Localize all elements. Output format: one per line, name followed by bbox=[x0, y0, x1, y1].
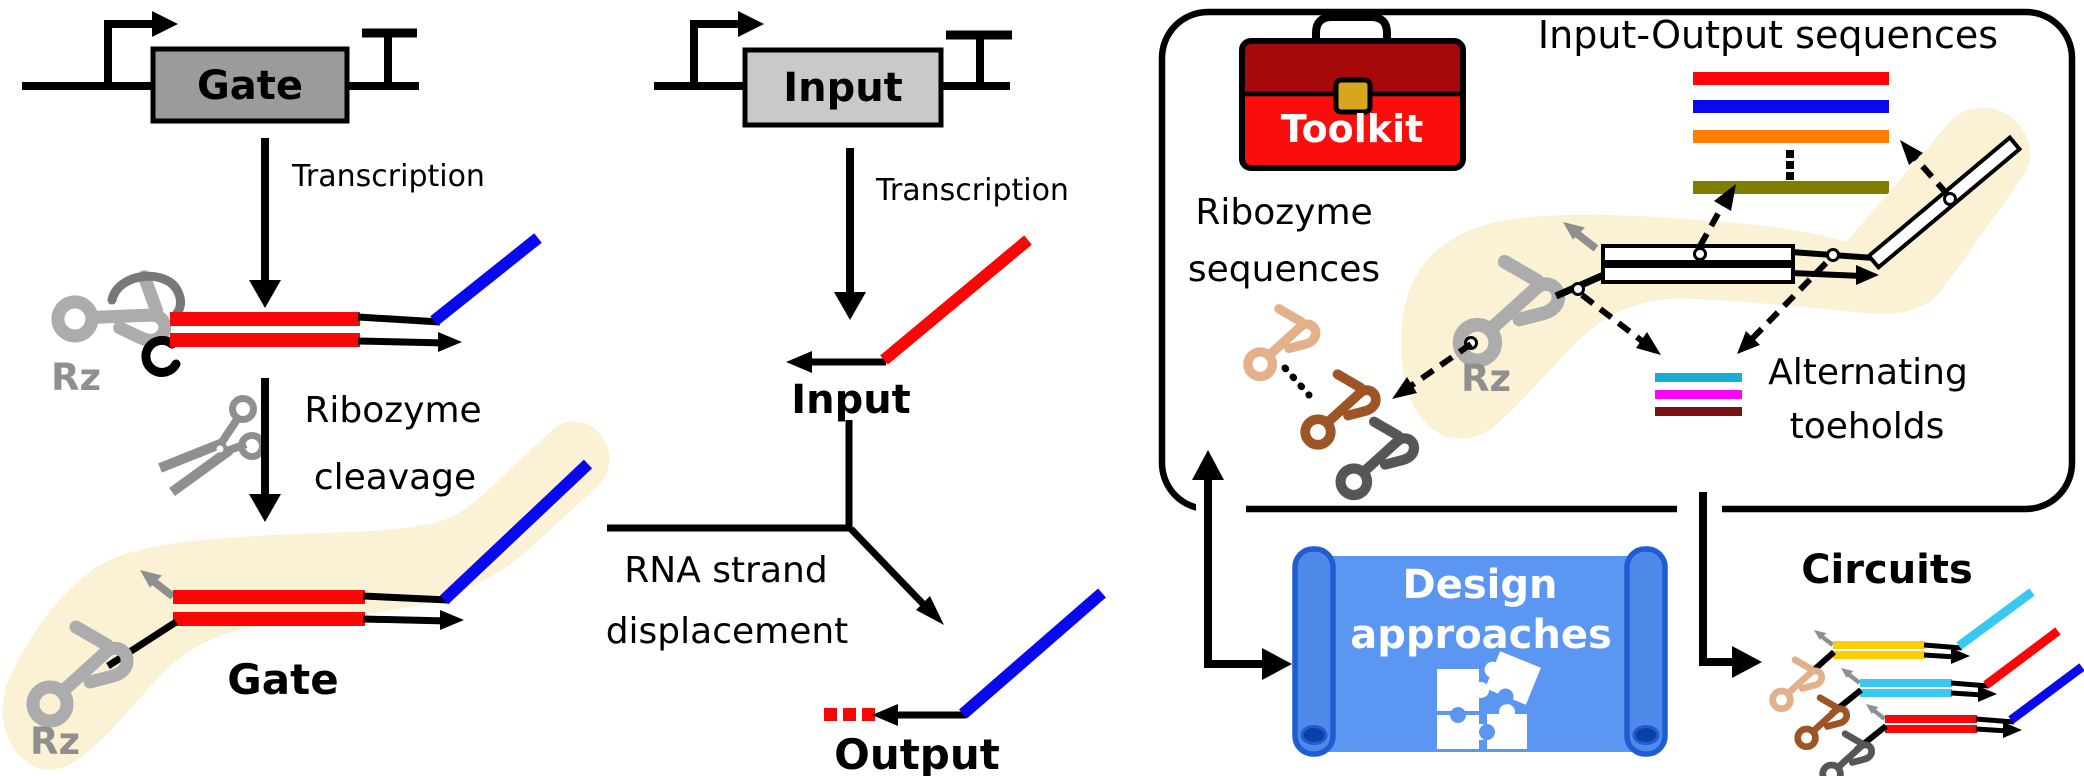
input-gene-label: Input bbox=[783, 65, 903, 111]
circuits: Circuits bbox=[1773, 547, 2084, 776]
ribozyme-icon-tan bbox=[1248, 309, 1316, 377]
cleavage-label-1: Ribozyme bbox=[304, 390, 481, 431]
input-gene-box bbox=[742, 47, 944, 128]
terminator-icon bbox=[362, 28, 417, 86]
gate-gene-label: Gate bbox=[197, 63, 303, 109]
scroll-roller-left bbox=[1292, 546, 1336, 757]
transcription-label-left: Transcription bbox=[291, 159, 485, 194]
arrow-diagonal-icon bbox=[916, 596, 944, 625]
rz-label-cleaved: Rz bbox=[30, 720, 80, 763]
terminator-icon bbox=[946, 30, 1012, 86]
ribozyme-sequences-label-2: sequences bbox=[1188, 249, 1380, 290]
cleaved-gate-complex: Rz Gate bbox=[2, 421, 610, 770]
template-domain-bottom bbox=[1601, 264, 1795, 284]
input-dna-construct: Input bbox=[654, 11, 1012, 128]
duplex-top-strand bbox=[170, 312, 360, 326]
toolkit-panel: Toolkit Input-Output sequences Ribozyme … bbox=[1158, 8, 2076, 515]
puzzle-icon bbox=[1437, 651, 1541, 749]
gate-template: Rz bbox=[1460, 134, 2023, 400]
toehold-connector bbox=[106, 619, 178, 669]
gate-dna-construct: Gate bbox=[22, 11, 419, 124]
promoter-icon bbox=[690, 11, 764, 88]
toeholds-label-1: Alternating bbox=[1768, 352, 1968, 393]
panel-border bbox=[1158, 8, 2076, 513]
arrow-up-icon bbox=[1192, 450, 1224, 480]
gate-gene-box bbox=[150, 46, 350, 124]
strand-arrow-icon bbox=[786, 351, 812, 373]
displacement-label-2: displacement bbox=[606, 611, 849, 652]
arrow-down-icon bbox=[249, 280, 281, 308]
arrow-down-icon bbox=[834, 292, 866, 320]
ribozyme-arc bbox=[107, 271, 185, 318]
arrow-right-icon bbox=[1262, 648, 1292, 680]
rz-label-template: Rz bbox=[1461, 357, 1511, 400]
input-domain-strand bbox=[880, 235, 1032, 365]
toolkit-label: Toolkit bbox=[1281, 107, 1424, 151]
ribozyme-icon-brown bbox=[1305, 374, 1376, 445]
strand-displacement-step: RNA strand displacement bbox=[606, 420, 944, 652]
arrow-right-icon bbox=[1732, 646, 1762, 678]
rz-label-uncleaved: Rz bbox=[51, 356, 101, 399]
arrow-down-icon bbox=[249, 494, 281, 522]
cleavage-label-2: cleavage bbox=[314, 457, 476, 498]
ribozyme-library bbox=[1248, 309, 1414, 495]
output-domain-strand bbox=[439, 459, 593, 605]
strand-3prime-arrow bbox=[440, 610, 464, 630]
input-rna-label: Input bbox=[791, 377, 911, 423]
node-marker bbox=[1693, 247, 1707, 261]
scissors-icon bbox=[158, 395, 266, 497]
design-approaches-scroll: Design approaches bbox=[1292, 546, 1668, 757]
toolkit-icon: Toolkit bbox=[1239, 13, 1466, 171]
output-domain-strand bbox=[959, 588, 1106, 719]
ribozyme-sequences-label-1: Ribozyme bbox=[1195, 192, 1372, 233]
strand-arrow-icon bbox=[872, 704, 898, 726]
ribozyme-icon-gray bbox=[1341, 422, 1414, 495]
strand-3prime-arrow bbox=[438, 332, 462, 352]
node-marker bbox=[1826, 248, 1840, 262]
duplex-bottom-strand bbox=[173, 612, 365, 626]
cleavage-loop bbox=[141, 335, 181, 377]
output-rna-label: Output bbox=[834, 730, 1000, 776]
scroll-body bbox=[1313, 556, 1647, 752]
uncleaved-gate-rna: Rz bbox=[51, 233, 542, 399]
mapping-arrows bbox=[1392, 140, 1950, 399]
output-domain-strand bbox=[430, 233, 542, 326]
gate-rna-label: Gate bbox=[227, 655, 338, 704]
node-marker bbox=[1943, 192, 1957, 206]
scroll-roller-right bbox=[1624, 546, 1668, 757]
toeholds-label-2: toeholds bbox=[1790, 406, 1945, 447]
design-label-1: Design bbox=[1403, 562, 1558, 608]
io-sequence-bars bbox=[1693, 72, 1889, 194]
circuit-gate-1 bbox=[1773, 588, 2035, 709]
node-marker bbox=[1571, 282, 1585, 296]
input-rna: Input bbox=[786, 235, 1032, 423]
transcription-step-right: Transcription bbox=[834, 148, 1069, 320]
duplex-top-strand bbox=[173, 590, 365, 604]
alternating-toeholds: Alternating toeholds bbox=[1655, 352, 1968, 447]
circuit-gate-3 bbox=[1823, 663, 2084, 776]
transcription-step-left: Transcription bbox=[249, 138, 485, 308]
circuit-gate-2 bbox=[1798, 627, 2061, 747]
strand-3prime-arrow bbox=[1856, 265, 1879, 285]
circuits-label: Circuits bbox=[1801, 547, 1973, 593]
io-sequences-label: Input-Output sequences bbox=[1538, 13, 1998, 57]
transcription-label-right: Transcription bbox=[875, 173, 1069, 208]
flow-arrows bbox=[1192, 450, 1762, 680]
displacement-label-1: RNA strand bbox=[624, 550, 827, 591]
design-label-2: approaches bbox=[1350, 612, 1612, 658]
output-rna: Output bbox=[824, 588, 1106, 776]
promoter-icon bbox=[104, 11, 178, 88]
ribozyme-cleavage-step: Ribozyme cleavage bbox=[158, 378, 482, 522]
duplex-bottom-strand bbox=[170, 333, 360, 347]
